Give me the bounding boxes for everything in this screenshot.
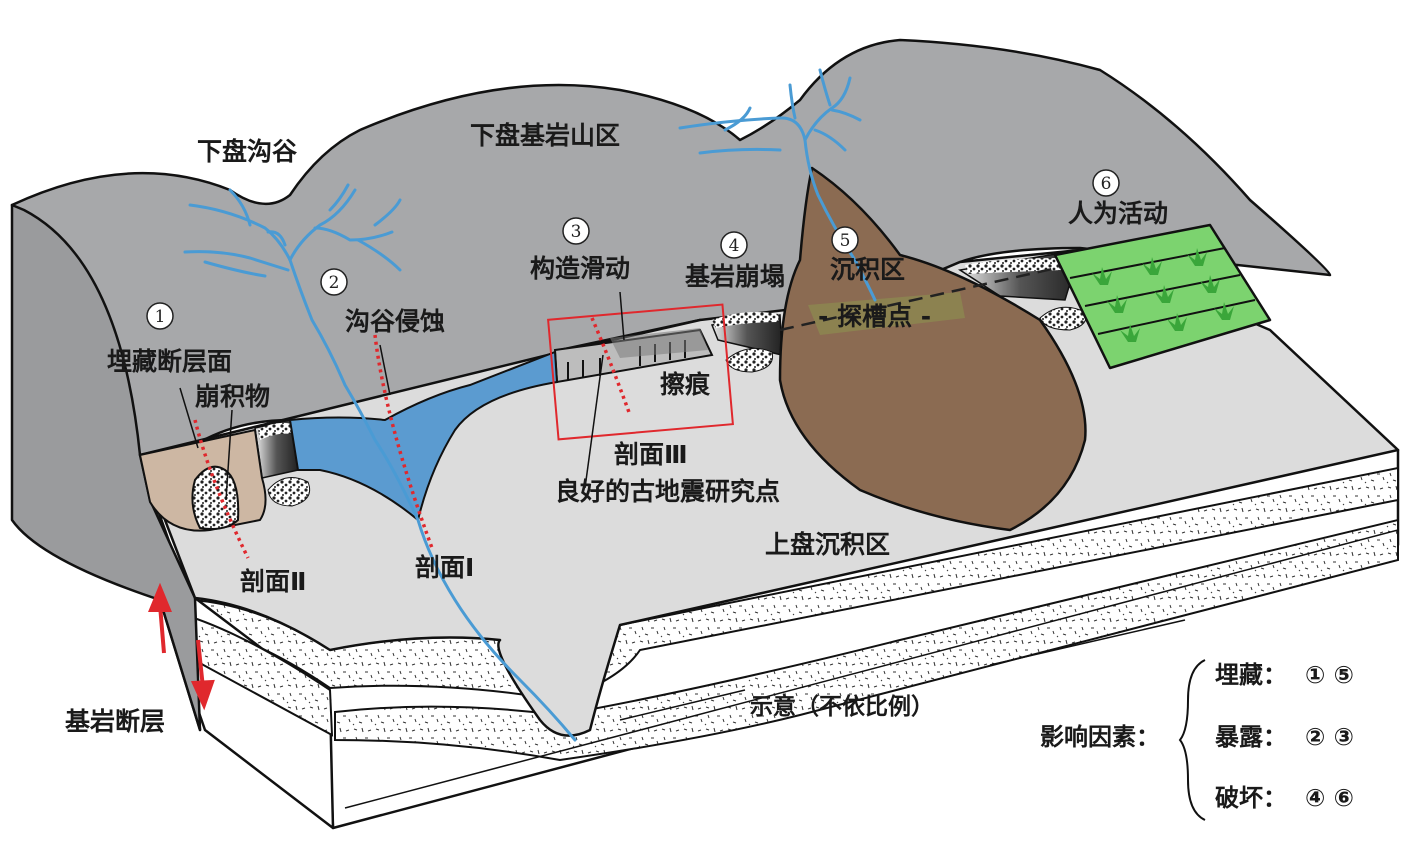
legend-item-buried-label: 埋藏：: [1215, 661, 1287, 689]
label-bedrock-collapse: 基岩崩塌: [685, 262, 785, 291]
fault-slip-arrows: [148, 582, 215, 711]
crop-plants: [1092, 248, 1234, 342]
label-human-activity: 人为活动: [1068, 199, 1168, 228]
svg-text:5: 5: [840, 231, 851, 251]
left-scarp-rubble: [258, 422, 292, 440]
marker-4: 4: [720, 231, 748, 259]
fault-trace-dashed: [779, 263, 1071, 332]
label-hanging-wall: 上盘沉积区: [765, 530, 890, 559]
left-drainage-network: [183, 183, 402, 278]
front-base-line: [344, 529, 1399, 809]
label-section-1: 剖面Ⅰ: [415, 553, 474, 582]
left-rubble-pile: [267, 477, 311, 507]
svg-text:6: 6: [1101, 174, 1112, 194]
svg-text:3: 3: [571, 222, 582, 242]
legend-item-destroyed-value: ④ ⑥: [1305, 784, 1354, 812]
section-1-line: [373, 334, 434, 549]
leader-lines: [179, 291, 625, 501]
gully-water: [288, 350, 559, 522]
label-colluvium: 崩积物: [195, 382, 270, 411]
legend-item-exposed-value: ② ③: [1305, 723, 1354, 751]
influence-factors-legend: 影响因素： 埋藏： ① ⑤ 暴露： ② ③ 破坏： ④ ⑥: [1040, 659, 1354, 821]
scale-guide-line-top: [989, 619, 1186, 666]
legend-item-destroyed-label: 破坏：: [1215, 784, 1287, 812]
marker-5: 5: [831, 226, 859, 254]
main-river-right: [803, 138, 877, 302]
slide-scarp-dark: [610, 328, 708, 358]
right-drainage-network: [678, 68, 862, 155]
trench-zone: [808, 292, 965, 335]
label-footwall-valley: 下盘沟谷: [197, 137, 298, 166]
label-section-2: 剖面Ⅱ: [240, 567, 306, 596]
alluvial-fan: [778, 166, 1087, 532]
marker-1: 1: [146, 302, 174, 330]
label-deposition-zone: 沉积区: [830, 255, 905, 284]
legend-title: 影响因素：: [1040, 723, 1160, 751]
main-river-left: [288, 258, 577, 742]
label-footwall-mountain: 下盘基岩山区: [470, 121, 620, 150]
svg-text:4: 4: [729, 236, 740, 256]
collapse-rubble-pile: [725, 347, 774, 373]
rubble-pile-right: [1039, 306, 1087, 331]
label-trench-site: - 探槽点 -: [818, 302, 931, 331]
section-2-line: [193, 419, 250, 559]
scarp-rubble-right: [965, 258, 1062, 274]
legend-brace: [1178, 659, 1206, 821]
marker-3: 3: [562, 217, 590, 245]
collapse-rubble: [712, 312, 779, 328]
legend-item-exposed-label: 暴露：: [1215, 723, 1287, 751]
label-bedrock-fault: 基岩断层: [65, 707, 165, 736]
legend-item-buried-value: ① ⑤: [1305, 661, 1354, 689]
section-3-line: [590, 317, 632, 416]
left-sand-layer: [173, 610, 334, 737]
label-slickenside: 擦痕: [660, 370, 711, 399]
section-lines: [193, 317, 632, 559]
svg-text:1: 1: [155, 307, 166, 327]
label-gully-erosion: 沟谷侵蚀: [345, 307, 445, 336]
label-not-to-scale: 示意（不依比例）: [750, 693, 934, 720]
marker-2: 2: [320, 268, 348, 296]
svg-text:2: 2: [329, 273, 340, 293]
label-good-paleoseismic-site: 良好的古地震研究点: [555, 477, 780, 506]
slickenside-highlight-box: [547, 303, 734, 441]
lower-sand-layer: [334, 518, 1399, 762]
block-front-face: [148, 448, 1400, 830]
label-buried-fault-plane: 埋藏断层面: [107, 347, 232, 376]
label-section-3: 剖面Ⅲ: [614, 440, 688, 469]
scale-guide-line-bottom: [619, 689, 746, 721]
marker-6: 6: [1092, 169, 1120, 197]
label-tectonic-sliding: 构造滑动: [530, 254, 630, 283]
